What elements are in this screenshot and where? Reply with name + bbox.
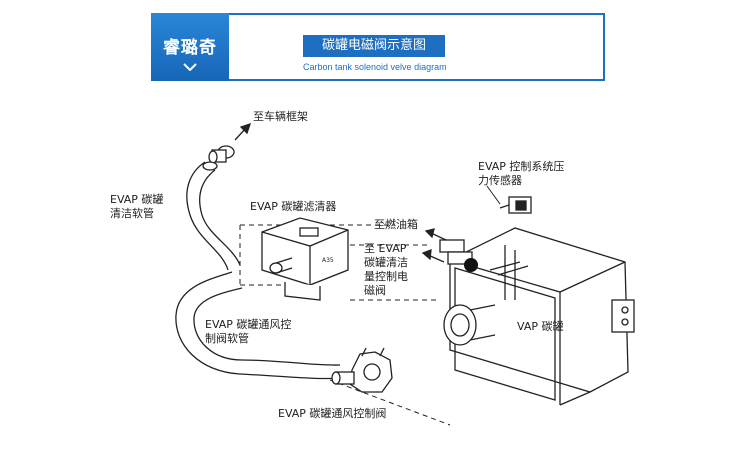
arrow-to-purge-valve [421, 249, 445, 263]
label-to-frame: 至车辆框架 [253, 110, 308, 123]
arrow-to-fuel-tank [424, 228, 447, 241]
label-canister-filter: EVAP 碳罐滤清器 [250, 200, 337, 213]
label-vent-valve: EVAP 碳罐通风控制阀 [278, 407, 387, 420]
vent-control-valve [331, 347, 393, 393]
svg-text:A35: A35 [322, 257, 334, 264]
chevron-down-icon [183, 63, 197, 71]
frame-connector [208, 145, 235, 164]
pressure-sensor [499, 196, 532, 214]
label-clean-hose: EVAP 碳罐 清洁软管 [110, 193, 164, 220]
canister-filter: A35 [261, 217, 349, 301]
diagram-title: 碳罐电磁阀示意图 [303, 35, 445, 57]
logo-text: 睿璐奇 [163, 38, 217, 58]
arrow-to-frame [234, 122, 252, 141]
label-to-fuel-tank: 至燃油箱 [374, 218, 418, 231]
diagram-subtitle: Carbon tank solenoid velve diagram [303, 62, 447, 72]
label-pressure-sensor: EVAP 控制系统压 力传感器 [478, 160, 565, 187]
evap-canister [439, 227, 635, 406]
label-canister: VAP 碳罐 [517, 320, 564, 333]
vent-control-hose [175, 271, 339, 380]
port-marker [464, 258, 478, 272]
label-vent-hose: EVAP 碳罐通风控 制阀软管 [205, 318, 292, 345]
canister-clean-hose [186, 161, 229, 271]
brand-logo: 睿璐奇 [151, 13, 229, 81]
label-to-purge-valve: 至 EVAP 碳罐清洁 量控制电 磁阀 [364, 242, 408, 297]
